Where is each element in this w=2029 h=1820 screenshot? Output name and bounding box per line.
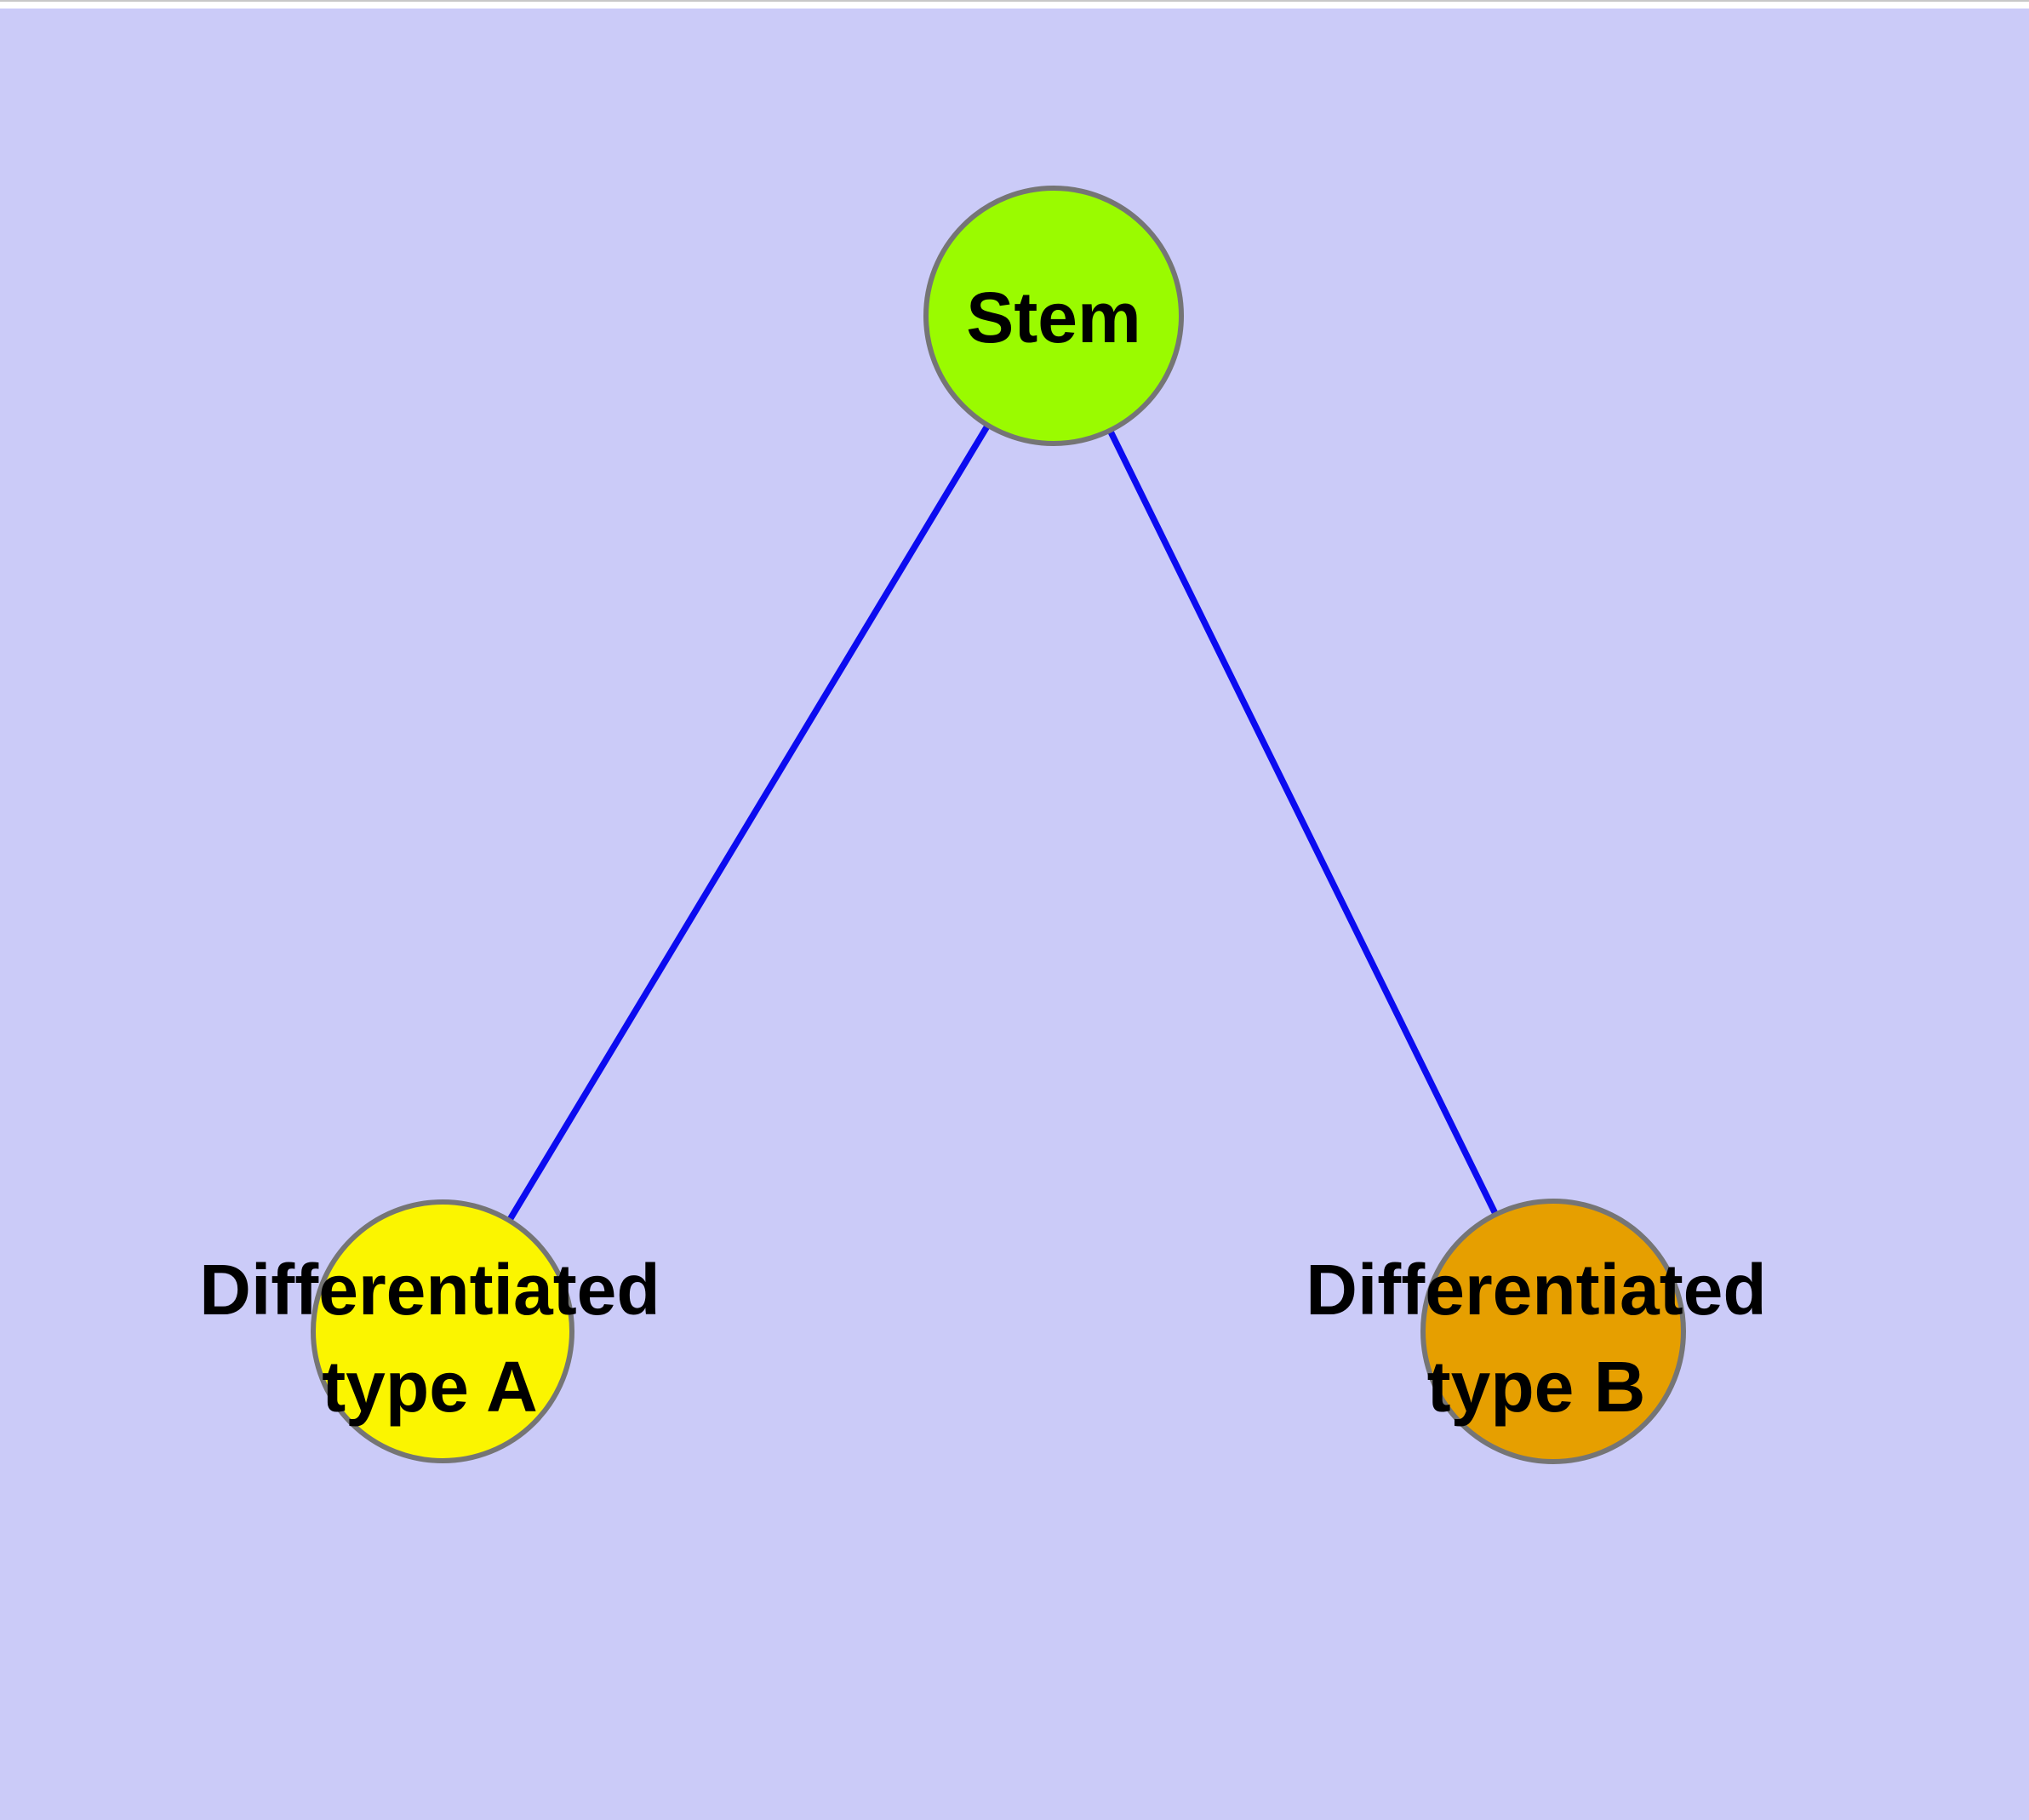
node-type-a-label: Differentiated type A: [199, 1250, 660, 1427]
edge-stem-to-type-a: [439, 314, 1057, 1333]
node-type-a-circle: [311, 1199, 574, 1463]
window-top-margin: [0, 0, 2029, 9]
node-stem-circle: [923, 186, 1184, 446]
node-type-b-label: Differentiated type B: [1306, 1250, 1767, 1427]
node-type-b-circle: [1420, 1199, 1686, 1464]
edge-stem-to-type-b: [1050, 314, 1557, 1333]
node-stem-label: Stem: [966, 278, 1141, 358]
